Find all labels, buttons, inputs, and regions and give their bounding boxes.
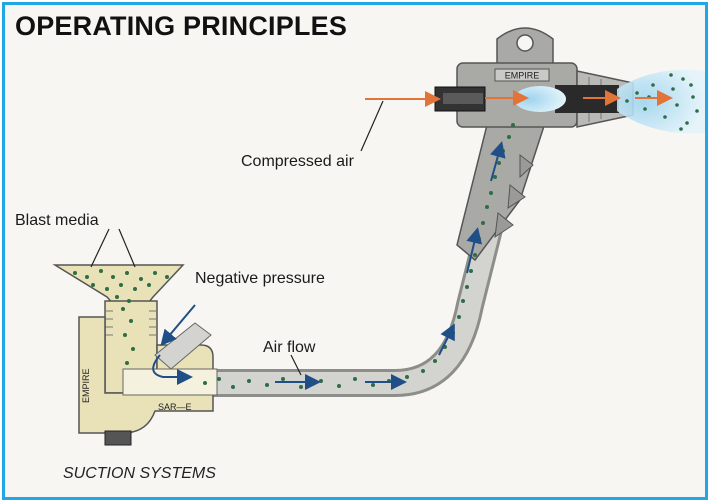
media-particle [73,271,77,275]
spray-particle [689,83,693,87]
gun-brand-stamp: EMPIRE [505,71,540,81]
label-compressed-air: Compressed air [241,153,355,170]
media-particle [129,319,133,323]
media-particle [299,385,303,389]
blast-gun: EMPIRE [434,27,634,262]
media-particle [231,385,235,389]
media-particle [481,221,485,225]
media-particle [105,287,109,291]
media-particle [461,299,465,303]
media-particle [493,175,497,179]
fitting-model-stamp: SAR—E [158,402,192,412]
diagram-labels: Compressed air Blast media Negative pres… [15,100,384,376]
media-particle [85,275,89,279]
suction-fitting: EMPIRE SAR—E [52,264,218,446]
media-particle [119,283,123,287]
fitting-brand-stamp: EMPIRE [81,368,91,403]
media-particle [405,375,409,379]
media-particle [371,383,375,387]
blast-media-particles [73,123,515,389]
media-particle [465,285,469,289]
media-particle [247,379,251,383]
spray-particle [651,83,655,87]
spray-plume [617,69,705,134]
spray-particle [635,91,639,95]
media-particle [121,307,125,311]
media-particle [281,377,285,381]
media-particle [421,369,425,373]
media-particle [125,271,129,275]
media-particle [133,287,137,291]
diagram-caption: SUCTION SYSTEMS [63,465,216,482]
media-particle [319,379,323,383]
label-blast-media: Blast media [15,212,99,229]
compressed-air-arrows [365,90,673,107]
media-particle [125,361,129,365]
media-particle [433,359,437,363]
page-title: OPERATING PRINCIPLES [15,11,348,41]
media-particle [265,383,269,387]
media-particle [153,271,157,275]
media-particle [139,277,143,281]
spray-particle [679,127,683,131]
spray-particle [671,87,675,91]
media-particle [147,283,151,287]
media-particle [115,295,119,299]
media-particle [469,269,473,273]
media-particle [203,381,207,385]
media-particle [511,123,515,127]
air-flow-arrows [152,141,506,390]
media-particle [91,283,95,287]
spray-particle [657,99,661,103]
spray-particle [691,95,695,99]
media-particle [111,275,115,279]
media-particle [217,377,221,381]
spray-particle [625,99,629,103]
spray-particle [695,109,699,113]
spray-particle [643,107,647,111]
media-particle [131,347,135,351]
label-negative-pressure: Negative pressure [195,270,325,287]
suction-system-diagram: EMPIRE [15,27,705,446]
media-particle [485,205,489,209]
spray-particle [681,77,685,81]
media-particle [477,237,481,241]
spray-particle [675,103,679,107]
spray-particle [663,115,667,119]
media-particle [507,135,511,139]
spray-particle [685,121,689,125]
media-particle [497,161,501,165]
media-particle [457,315,461,319]
spray-particle [669,73,673,77]
label-air-flow: Air flow [263,339,316,356]
media-particle [99,269,103,273]
media-particle [337,384,341,388]
media-particle [501,149,505,153]
media-particle [127,299,131,303]
media-particle [165,275,169,279]
media-particle [353,377,357,381]
media-particle [473,253,477,257]
media-particle [489,191,493,195]
media-particle [123,333,127,337]
